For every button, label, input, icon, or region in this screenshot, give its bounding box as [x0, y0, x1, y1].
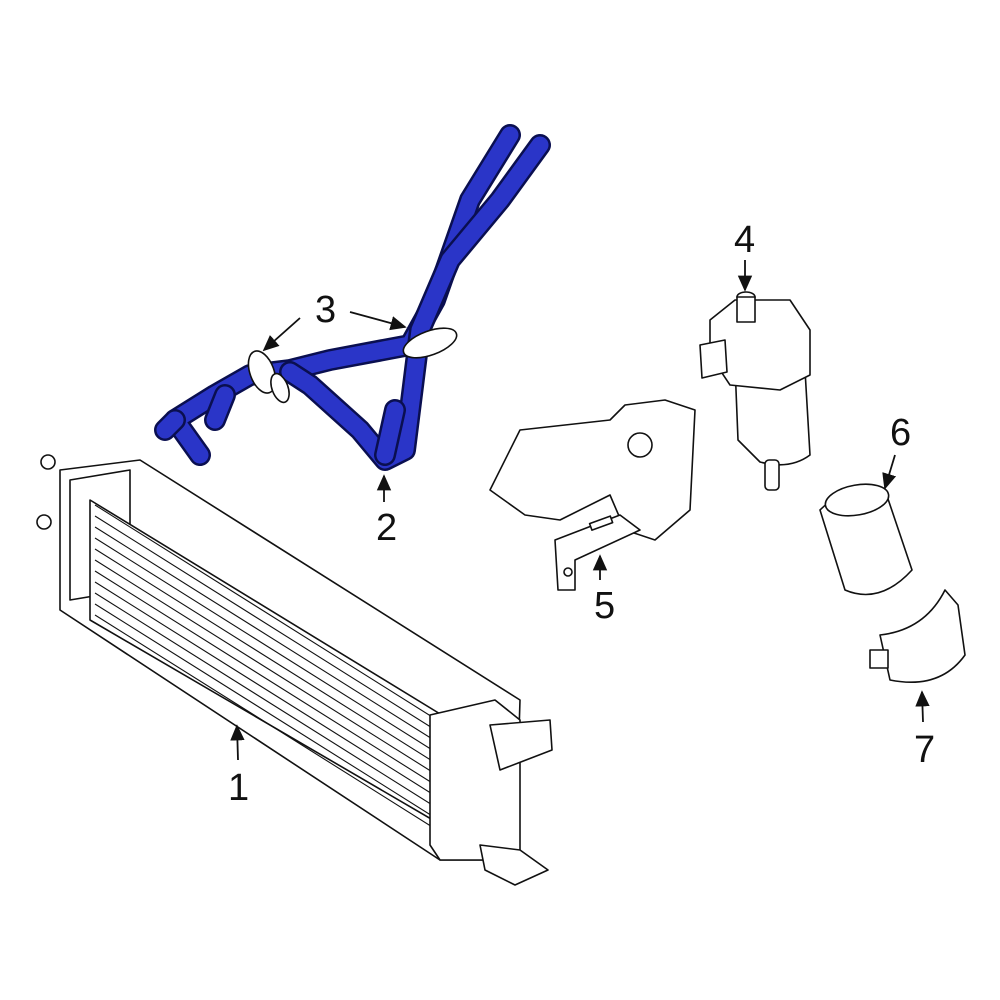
bracket-part-5[interactable]	[489, 399, 696, 591]
radiator-fin	[94, 537, 446, 759]
radiator-fin	[94, 570, 446, 792]
radiator-fin	[94, 592, 446, 814]
arrow-3a	[262, 317, 301, 352]
arrow-3b	[349, 311, 407, 331]
hose-clamp-part-3[interactable]	[243, 322, 460, 405]
coolant-hose-part-2[interactable]	[154, 124, 551, 471]
radiator-fin	[94, 526, 446, 748]
radiator-fin	[94, 515, 446, 737]
radiator-fin	[94, 548, 446, 770]
callout-6: 6	[890, 412, 911, 454]
radiator-fin	[94, 581, 446, 803]
radiator-fin	[94, 614, 446, 836]
sleeve-part-6[interactable]	[819, 480, 913, 596]
arrow-6	[882, 454, 897, 490]
callout-7: 7	[914, 729, 935, 771]
radiator-fin	[94, 504, 446, 726]
callout-arrows	[230, 260, 930, 761]
arrow-1	[230, 724, 245, 761]
water-pump-part-4[interactable]	[699, 291, 811, 491]
callout-3: 3	[315, 289, 336, 331]
clamp-part-7[interactable]	[869, 589, 966, 683]
arrow-7	[915, 690, 930, 723]
callout-5: 5	[594, 585, 615, 627]
radiator-part-1[interactable]	[36, 454, 553, 886]
callout-1: 1	[228, 767, 249, 809]
callout-2: 2	[376, 507, 397, 549]
radiator-fin	[94, 603, 446, 825]
callout-4: 4	[734, 219, 755, 261]
radiator-fin	[94, 559, 446, 781]
